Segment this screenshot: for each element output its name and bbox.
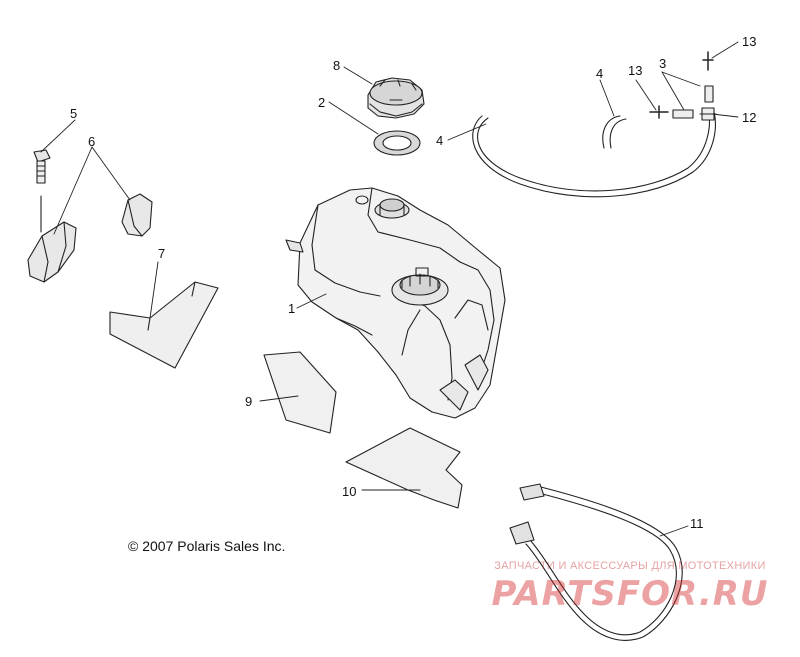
callout-12: 12 bbox=[742, 110, 756, 125]
callout-13-left: 13 bbox=[628, 63, 642, 78]
small-pad-part bbox=[263, 351, 337, 434]
partsfor-watermark: ЗАПЧАСТИ И АКСЕССУАРЫ ДЛЯ МОТОТЕХНИКИ PA… bbox=[470, 560, 790, 614]
callout-7: 7 bbox=[158, 246, 165, 261]
watermark-tagline: ЗАПЧАСТИ И АКСЕССУАРЫ ДЛЯ МОТОТЕХНИКИ bbox=[494, 560, 766, 572]
callout-9: 9 bbox=[245, 394, 252, 409]
watermark-logo: PARTSFOR.RU bbox=[491, 574, 769, 614]
callout-3: 3 bbox=[659, 56, 666, 71]
copyright-notice: © 2007 Polaris Sales Inc. bbox=[128, 538, 286, 554]
callout-4-upper: 4 bbox=[596, 66, 603, 81]
cap-gasket-part bbox=[373, 130, 421, 156]
callout-10: 10 bbox=[342, 484, 356, 499]
fuel-cap-part bbox=[367, 77, 425, 119]
foam-pad-part bbox=[109, 281, 219, 369]
callout-1: 1 bbox=[288, 301, 295, 316]
callout-11: 11 bbox=[690, 516, 704, 531]
callout-labels: 1 2 3 4 4 5 6 7 8 9 10 11 12 13 13 bbox=[70, 34, 756, 531]
fuel-line-part bbox=[509, 483, 683, 641]
mounting-bolt-part bbox=[33, 149, 51, 233]
callout-6: 6 bbox=[88, 134, 95, 149]
tank-bracket-part bbox=[27, 193, 153, 283]
callout-13-right: 13 bbox=[742, 34, 756, 49]
callout-8: 8 bbox=[333, 58, 340, 73]
callout-5: 5 bbox=[70, 106, 77, 121]
fuel-tank-part bbox=[285, 187, 506, 419]
vent-hose-part bbox=[472, 109, 716, 198]
floor-pad-part bbox=[345, 427, 463, 509]
callout-2: 2 bbox=[318, 95, 325, 110]
callout-4-lower: 4 bbox=[436, 133, 443, 148]
leader-lines bbox=[40, 41, 739, 537]
